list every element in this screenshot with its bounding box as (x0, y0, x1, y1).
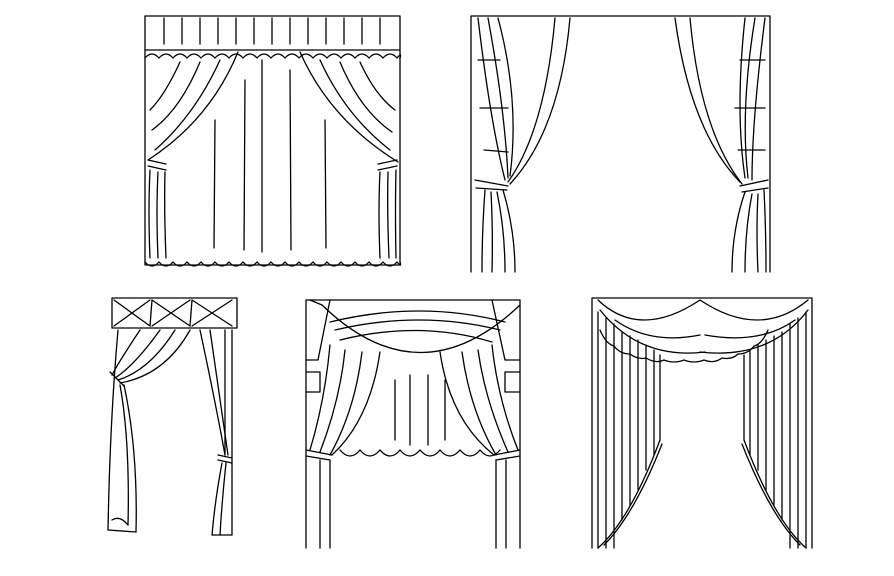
panel-1-left-drape (147, 51, 239, 259)
panel-1-valance (144, 17, 402, 59)
panel-1-sheer (213, 59, 327, 253)
panel-4-sheer (394, 374, 446, 446)
panel-4-frame (305, 299, 521, 549)
panel-4-left-drape (305, 344, 381, 549)
panel-4-scalloped-valance (339, 449, 501, 457)
panel-1-right-drape (299, 51, 399, 259)
curtain-panel-3 (107, 297, 238, 536)
curtain-panel-4 (305, 299, 521, 549)
curtain-panel-1 (144, 15, 402, 267)
panel-2-left-drape (474, 17, 571, 273)
panel-3-valance (111, 297, 238, 329)
panel-3-left-drape (107, 329, 191, 533)
panel-1-scalloped-hem (144, 261, 402, 267)
curtain-panel-2 (470, 15, 771, 273)
panel-5-right-pleats (741, 311, 807, 549)
panel-5-scalloped-band (599, 329, 769, 363)
panel-5-left-pleats (597, 311, 663, 549)
panel-3-right-drape (199, 329, 233, 536)
panel-4-right-drape (439, 344, 521, 549)
panel-4-side-cascades (305, 299, 521, 393)
panel-5-frame (591, 297, 813, 549)
panel-2-right-drape (674, 17, 769, 273)
panel-2-frame (470, 15, 771, 273)
panel-4-swag (309, 299, 521, 354)
panel-1-frame (144, 15, 401, 266)
panel-5-swags (597, 299, 809, 354)
curtain-panel-5 (591, 297, 813, 549)
